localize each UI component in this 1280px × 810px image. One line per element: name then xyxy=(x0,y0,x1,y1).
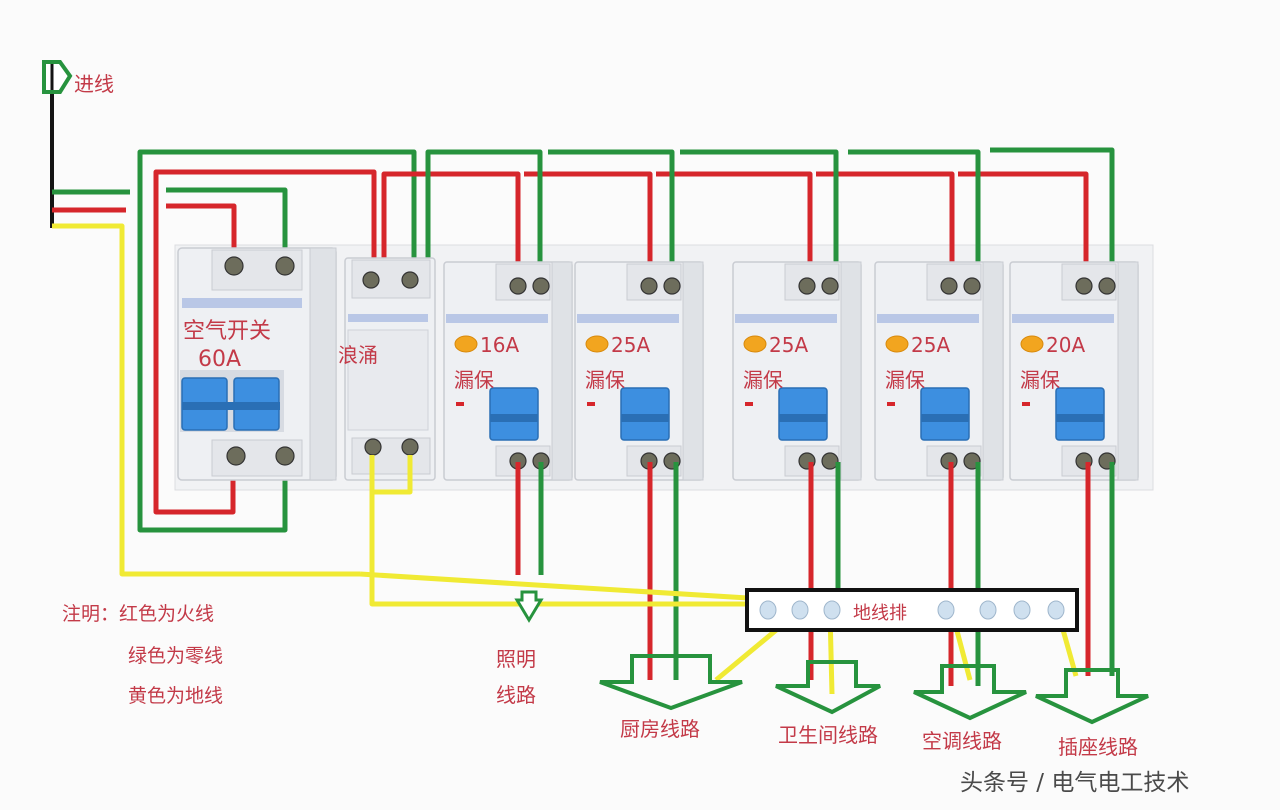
bathroom-arrow-icon xyxy=(775,660,881,715)
ground-bar-label: 地线排 xyxy=(853,603,907,624)
rcbo-module: 25A 漏保 xyxy=(874,261,1004,481)
feed-bus-wiring xyxy=(381,147,1115,284)
test-button xyxy=(885,335,909,353)
ac-circuit-label: 空调线路 xyxy=(922,729,1002,753)
ac-arrow-icon xyxy=(913,664,1027,721)
bathroom-circuit-label: 卫生间线路 xyxy=(778,723,878,747)
rcbo-rating: 25A xyxy=(911,333,950,357)
rcbo-rating: 16A xyxy=(480,333,519,357)
incoming-wires xyxy=(50,78,360,577)
test-button xyxy=(1020,335,1044,353)
ground-terminal xyxy=(759,600,777,620)
ground-terminal xyxy=(937,600,955,620)
rcbo-rating: 25A xyxy=(611,333,650,357)
main-breaker-rating: 60A xyxy=(198,347,241,372)
incoming-arrow-icon xyxy=(42,60,73,94)
earth-wiring xyxy=(359,455,1079,695)
main-breaker-wiring xyxy=(137,149,417,533)
legend-green: 绿色为零线 xyxy=(128,645,223,667)
surge-protector xyxy=(344,257,436,481)
rcbo-label: 漏保 xyxy=(1020,368,1060,392)
outgoing-wiring xyxy=(515,462,1115,686)
ground-bar xyxy=(745,588,1079,632)
test-button xyxy=(454,335,478,353)
ground-terminal xyxy=(823,600,841,620)
rcbo-rating: 20A xyxy=(1046,333,1085,357)
lighting-arrow-icon xyxy=(514,590,544,623)
socket-circuit-label: 插座线路 xyxy=(1058,735,1138,759)
test-button xyxy=(585,335,609,353)
watermark: 头条号 / 电气电工技术 xyxy=(960,770,1189,796)
ground-terminal xyxy=(791,600,809,620)
rcbo-group: 16A 漏保 25A 漏保 25A 漏保 25A 漏保 20A 漏保 xyxy=(443,261,1139,481)
rcbo-label: 漏保 xyxy=(885,368,925,392)
rcbo-module: 20A 漏保 xyxy=(1009,261,1139,481)
ground-terminal xyxy=(1047,600,1065,620)
ground-terminal xyxy=(1013,600,1031,620)
rcbo-label: 漏保 xyxy=(454,368,494,392)
socket-arrow-icon xyxy=(1035,668,1149,725)
incoming-label: 进线 xyxy=(74,72,114,96)
spd-label: 浪涌 xyxy=(338,343,378,367)
rcbo-module: 16A 漏保 xyxy=(443,261,573,481)
rcbo-label: 漏保 xyxy=(743,368,783,392)
kitchen-circuit-label: 厨房线路 xyxy=(620,717,700,741)
rcbo-label: 漏保 xyxy=(585,368,625,392)
rcbo-module: 25A 漏保 xyxy=(574,261,704,481)
rcbo-module: 25A 漏保 xyxy=(732,261,862,481)
rcbo-rating: 25A xyxy=(769,333,808,357)
legend-title: 注明：红色为火线 xyxy=(62,603,214,625)
ground-terminal xyxy=(979,600,997,620)
main-breaker-name: 空气开关 xyxy=(183,319,271,344)
legend-yellow: 黄色为地线 xyxy=(128,685,223,707)
lighting-label-line2: 线路 xyxy=(496,683,536,707)
main-breaker xyxy=(177,247,337,481)
kitchen-arrow-icon xyxy=(599,654,743,711)
lighting-label-line1: 照明 xyxy=(496,647,536,671)
test-button xyxy=(743,335,767,353)
